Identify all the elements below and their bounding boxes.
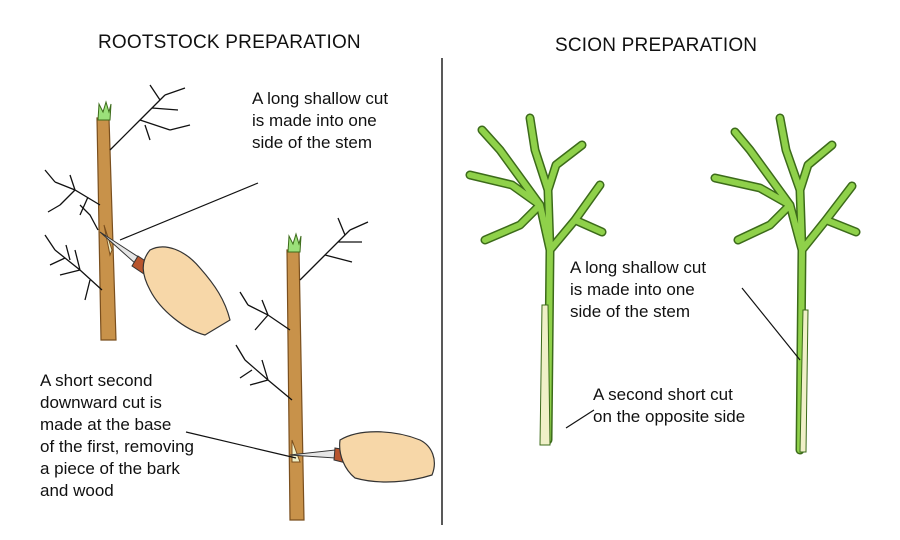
scion-branches-2-fill xyxy=(712,115,859,453)
rootstock-cut-2 xyxy=(291,439,301,463)
leader-line-second-cut-scion xyxy=(565,409,595,429)
hand-2 xyxy=(339,431,435,483)
rootstock-bud-2 xyxy=(287,232,302,253)
scion-branches-1-fill xyxy=(467,115,605,443)
rootstock-twigs-1 xyxy=(44,84,191,301)
hand-with-knife-2 xyxy=(289,431,435,483)
scion-cut-2 xyxy=(799,309,809,453)
rootstock-panel-title: ROOTSTOCK PREPARATION xyxy=(98,32,361,53)
rootstock-twigs-2 xyxy=(235,217,369,401)
scion-cut-1 xyxy=(539,304,551,446)
scion-second-cut-label: A second short cut on the opposite side xyxy=(593,385,746,426)
scion-panel-title: SCION PREPARATION xyxy=(555,35,758,56)
scion-long-cut-label: A long shallow cut is made into one side… xyxy=(570,258,707,321)
leader-line-long-cut-scion xyxy=(741,287,801,361)
hand-1 xyxy=(142,246,231,336)
rootstock-plant-2 xyxy=(235,217,369,521)
rootstock-plant-1 xyxy=(44,84,191,341)
rootstock-long-cut-label: A long shallow cut is made into one side… xyxy=(252,89,389,152)
scion-plant-1 xyxy=(465,113,607,446)
leader-line-long-cut-rootstock xyxy=(119,182,259,241)
rootstock-bud-1 xyxy=(97,100,112,121)
scion-plant-2 xyxy=(710,113,861,455)
hand-with-knife-1 xyxy=(99,231,231,336)
rootstock-stem-1 xyxy=(96,117,117,341)
leader-line-second-cut-rootstock xyxy=(185,431,297,459)
rootstock-second-cut-label: A short second downward cut is made at t… xyxy=(40,371,195,500)
rootstock-stem-2 xyxy=(286,249,305,521)
